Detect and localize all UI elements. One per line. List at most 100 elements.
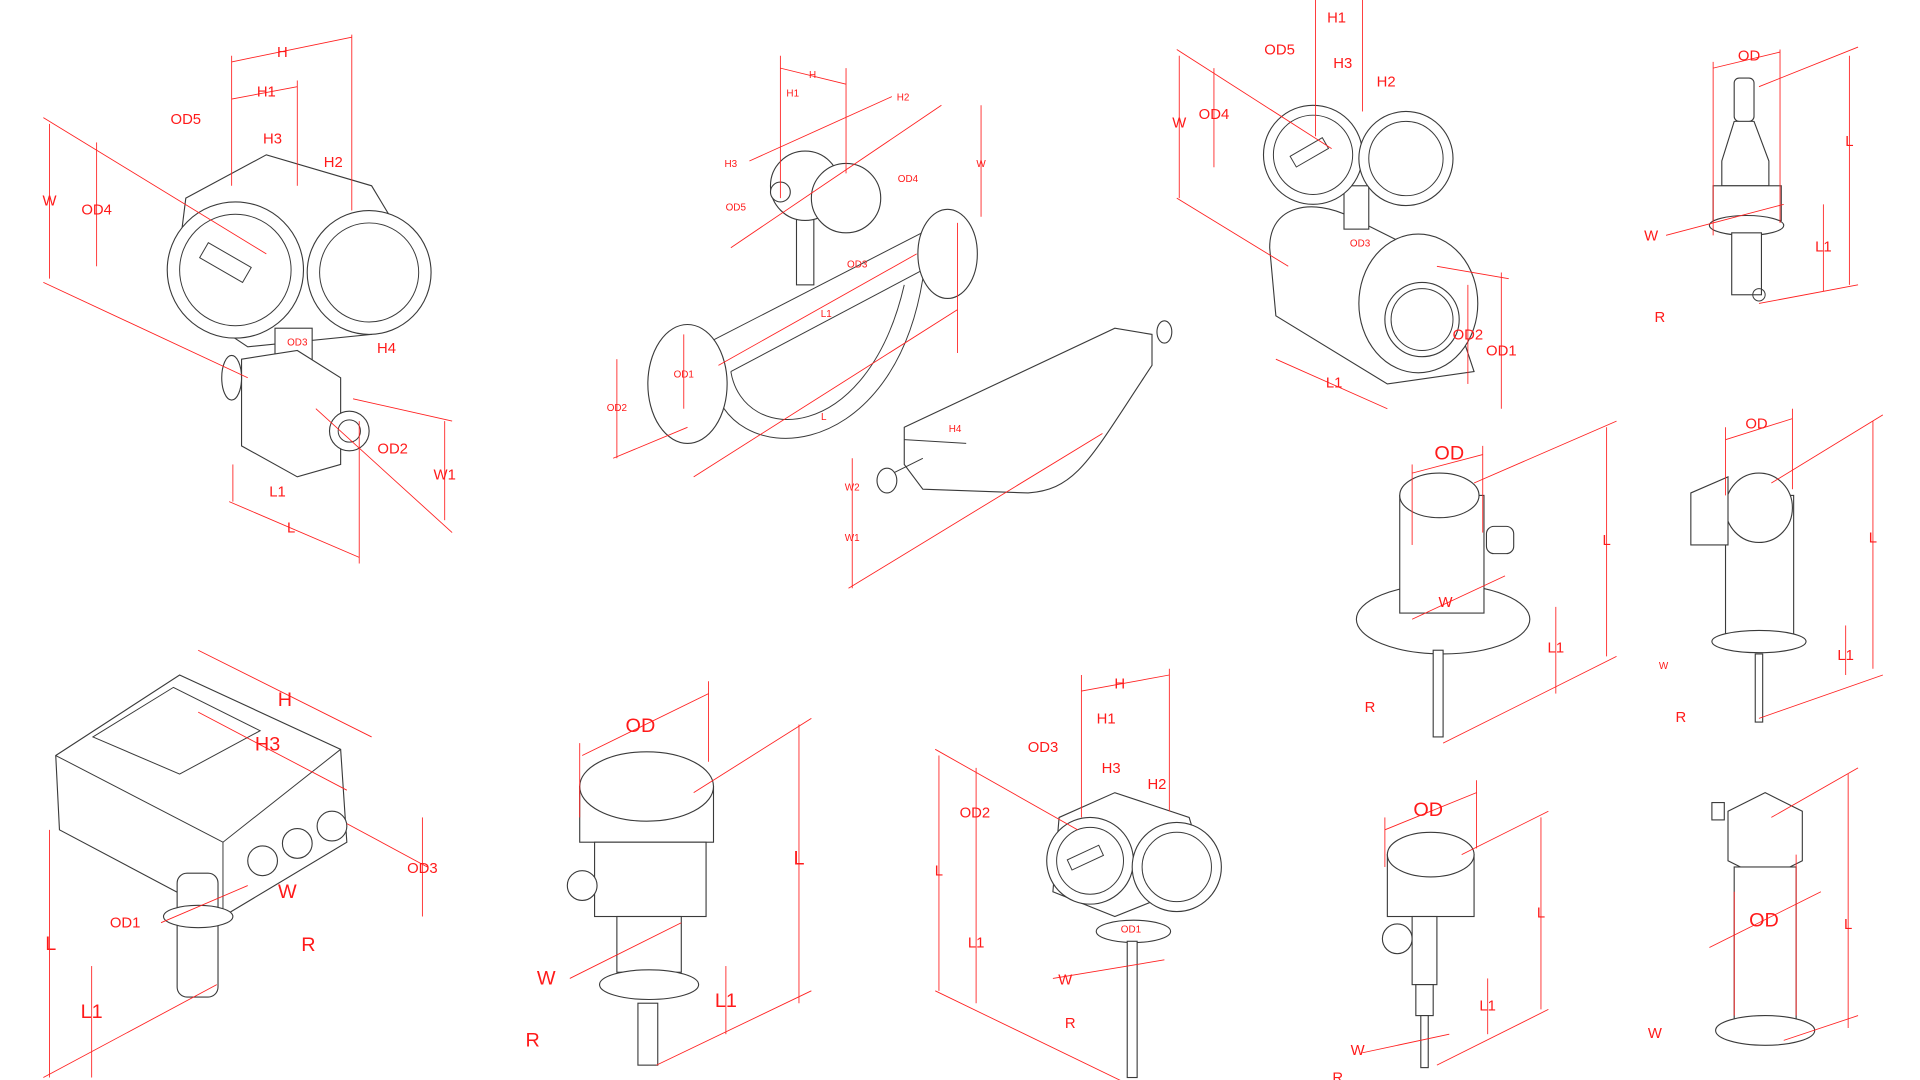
coriolis-flowmeter-dimension-label: H [809, 70, 816, 81]
transmitter-flowmeter-dimension-label: OD5 [171, 112, 202, 128]
temperature-transmitter-dimension-label: OD3 [1028, 740, 1059, 756]
coriolis-flowmeter-dimension-label: OD1 [674, 370, 695, 381]
compact-temperature-sensor-dimension-label: OD [1413, 799, 1443, 821]
coriolis-flowmeter-dimension-label: H4 [949, 424, 962, 435]
coriolis-flowmeter-dimension-label: W [976, 159, 986, 170]
coriolis-flowmeter-drawing [647, 150, 1173, 494]
coriolis-flowmeter-dimension-label: H3 [725, 159, 738, 170]
compact-temperature-sensor-dimension-label: L [1537, 906, 1545, 922]
coriolis-flowmeter-dimension-label: OD4 [898, 174, 919, 185]
temperature-transmitter-dimension-label: OD1 [1121, 925, 1142, 936]
compact-temperature-sensor-drawing [1381, 831, 1475, 1069]
box-transmitter-dimension-label: OD3 [407, 861, 438, 877]
connector-head-sensor-dimension-label: W [1648, 1026, 1662, 1042]
magnetic-flowmeter-dimension-label: OD4 [1199, 107, 1230, 123]
tuning-fork-probe-top-dimensions [1665, 46, 1859, 304]
transmitter-flowmeter-dimension-label: W1 [434, 467, 456, 483]
magnetic-flowmeter-dimension-label: W [1172, 116, 1186, 132]
round-head-level-switch-dimension-label: W [537, 968, 556, 990]
round-head-level-switch-dimensions [569, 681, 812, 1066]
magnetic-flowmeter-dimension-label: H2 [1377, 75, 1396, 91]
coriolis-flowmeter-dimension-label: L1 [821, 309, 833, 320]
round-head-level-switch-dimension-label: L1 [715, 990, 737, 1012]
box-transmitter-dimensions [43, 649, 428, 1078]
temperature-transmitter-dimension-label: L [935, 864, 943, 880]
box-transmitter-dimension-label: L [45, 933, 56, 955]
temperature-transmitter-dimensions [935, 668, 1170, 1080]
temperature-transmitter-dimension-label: R [1065, 1016, 1076, 1032]
level-switch-flange-dimension-label: L1 [1548, 641, 1565, 657]
level-switch-flange-dimension-label: R [1365, 700, 1376, 716]
angled-head-probe-dimension-label: W [1659, 661, 1669, 672]
level-switch-flange-dimension-label: OD [1434, 442, 1464, 464]
compact-temperature-sensor-dimension-label: L1 [1479, 999, 1496, 1015]
magnetic-flowmeter-dimension-label: L1 [1326, 376, 1343, 392]
transmitter-flowmeter-drawing [166, 154, 432, 478]
coriolis-flowmeter-dimension-label: H1 [786, 89, 799, 100]
tuning-fork-probe-top-drawing [1708, 77, 1785, 302]
box-transmitter-dimension-label: OD1 [110, 916, 141, 932]
angled-head-probe-dimensions [1725, 408, 1884, 719]
box-transmitter-dimension-label: W [278, 881, 297, 903]
compact-temperature-sensor-dimension-label: W [1351, 1043, 1365, 1059]
connector-head-sensor-dimensions [1709, 767, 1859, 1041]
box-transmitter-dimension-label: H3 [255, 734, 280, 756]
level-switch-flange-dimension-label: W [1439, 595, 1453, 611]
temperature-transmitter-dimension-label: H2 [1147, 777, 1166, 793]
coriolis-flowmeter-dimensions [612, 55, 1103, 589]
transmitter-flowmeter-dimension-label: L [287, 521, 295, 537]
box-transmitter-dimension-label: L1 [81, 1001, 103, 1023]
transmitter-flowmeter-dimension-label: OD4 [81, 202, 112, 218]
tuning-fork-probe-top-dimension-label: R [1655, 310, 1666, 326]
level-switch-flange-drawing [1355, 472, 1531, 738]
angled-head-probe-dimension-label: L [1869, 530, 1877, 546]
connector-head-sensor-dimension-label: L [1844, 917, 1852, 933]
coriolis-flowmeter-dimension-label: H2 [897, 92, 910, 103]
tuning-fork-probe-top-dimension-label: W [1644, 228, 1658, 244]
round-head-level-switch-drawing [566, 751, 715, 1066]
angled-head-probe-dimension-label: OD [1745, 417, 1768, 433]
temperature-transmitter-dimension-label: W [1058, 973, 1072, 989]
angled-head-probe-dimension-label: L1 [1837, 648, 1854, 664]
temperature-transmitter-dimension-label: OD2 [960, 805, 991, 821]
magnetic-flowmeter-drawing [1262, 104, 1479, 385]
round-head-level-switch-dimension-label: L [793, 847, 804, 869]
coriolis-flowmeter-dimension-label: OD3 [847, 260, 868, 271]
transmitter-flowmeter-dimension-label: H4 [377, 341, 396, 357]
magnetic-flowmeter-dimension-label: OD2 [1453, 327, 1484, 343]
magnetic-flowmeter-dimensions [1176, 0, 1509, 410]
box-transmitter-dimension-label: H [278, 689, 292, 711]
coriolis-flowmeter-dimension-label: W1 [845, 533, 860, 544]
compact-temperature-sensor-dimensions [1362, 780, 1549, 1066]
box-transmitter-dimension-label: R [301, 934, 315, 956]
temperature-transmitter-dimension-label: L1 [968, 935, 985, 951]
level-switch-flange-dimension-label: L [1602, 533, 1610, 549]
tuning-fork-probe-top-dimension-label: L [1845, 134, 1853, 150]
transmitter-flowmeter-dimension-label: H2 [324, 155, 343, 171]
transmitter-flowmeter-dimension-label: L1 [269, 485, 286, 501]
coriolis-flowmeter-dimension-label: W2 [845, 482, 860, 493]
tuning-fork-probe-top-dimension-label: OD [1738, 49, 1761, 65]
transmitter-flowmeter-dimension-label: H [277, 45, 288, 61]
magnetic-flowmeter-dimension-label: H3 [1333, 56, 1352, 72]
tuning-fork-probe-top-dimension-label: L1 [1815, 239, 1832, 255]
temperature-transmitter-dimension-label: H [1114, 677, 1125, 693]
transmitter-flowmeter-dimension-label: H3 [263, 132, 282, 148]
temperature-transmitter-drawing [1046, 792, 1222, 1079]
connector-head-sensor-dimension-label: OD [1749, 909, 1779, 931]
coriolis-flowmeter-dimension-label: L [821, 412, 827, 423]
round-head-level-switch-dimension-label: OD [626, 715, 656, 737]
transmitter-flowmeter-dimension-label: W [43, 194, 57, 210]
transmitter-flowmeter-dimensions [43, 34, 453, 564]
level-switch-flange-dimensions [1411, 420, 1617, 744]
angled-head-probe-drawing [1690, 472, 1807, 723]
transmitter-flowmeter-dimension-label: OD2 [377, 441, 408, 457]
transmitter-flowmeter-dimension-label: H1 [257, 85, 276, 101]
coriolis-flowmeter-dimension-label: OD2 [607, 403, 627, 414]
round-head-level-switch-dimension-label: R [525, 1030, 539, 1052]
magnetic-flowmeter-dimension-label: OD1 [1486, 343, 1517, 359]
temperature-transmitter-dimension-label: H1 [1097, 711, 1116, 727]
coriolis-flowmeter-dimension-label: OD5 [726, 203, 747, 214]
